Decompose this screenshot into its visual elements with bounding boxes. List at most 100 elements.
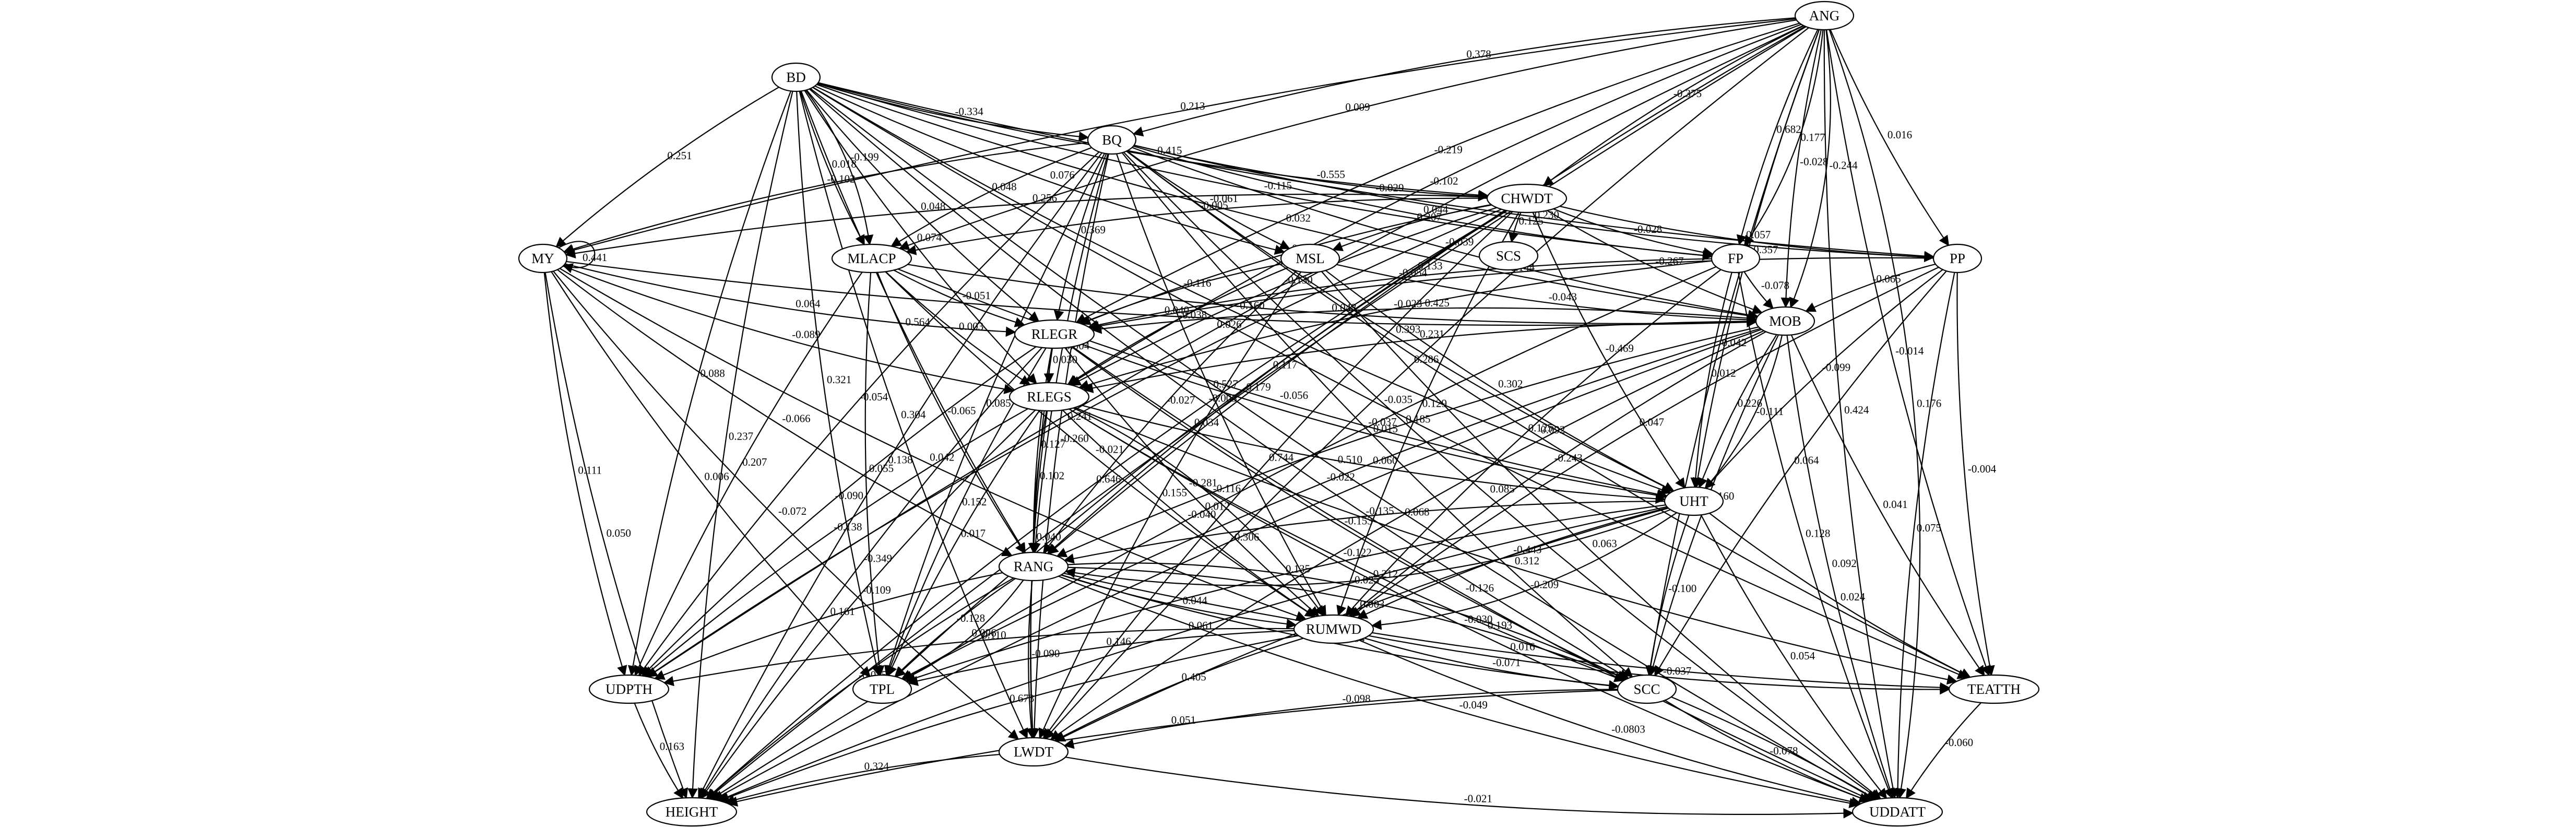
- node-ellipse: [1932, 243, 1983, 274]
- node-label: FP: [1728, 251, 1743, 266]
- edge-label: 0.085: [986, 397, 1011, 409]
- edge-my-rlegs: -0.089: [563, 265, 1015, 394]
- edge-bq-rlegr: 0.369: [1053, 153, 1107, 322]
- edge-label: 0.231: [1420, 327, 1444, 340]
- edge-label: 0.125: [1528, 421, 1553, 434]
- edge-label: 0.009: [1345, 101, 1370, 113]
- edge-fp-uddatt: 0.128: [1738, 272, 1893, 799]
- edge-uht-rang: -0.135: [1063, 501, 1665, 564]
- edge-my-rumwd: 0.042: [559, 268, 1307, 621]
- edge-mob-teatth: 0.041: [1790, 334, 1985, 677]
- edge-label: 0.213: [1180, 100, 1205, 112]
- edge-line: [905, 504, 1666, 683]
- node-label: RUMWD: [1306, 621, 1362, 637]
- edge-line: [698, 152, 1102, 799]
- edge-label: 0.075: [1917, 522, 1941, 534]
- edge-label: 0.321: [827, 373, 851, 386]
- edge-line: [1126, 150, 1971, 678]
- edge-ang-uddatt: 0.176: [1829, 29, 1941, 799]
- edge-line: [1029, 153, 1110, 739]
- edge-line: [1664, 700, 1870, 803]
- node-chwdt: CHWDT: [1486, 183, 1568, 214]
- node-fp: FP: [1711, 243, 1761, 274]
- edge-line: [817, 83, 1713, 261]
- edge-label: 0.251: [667, 149, 692, 162]
- edge-rumwd-lwdt: 0.405: [1053, 637, 1304, 741]
- edge-line: [1508, 212, 1522, 243]
- edge-label: 0.102: [1040, 469, 1064, 482]
- node-msl: MSL: [1280, 243, 1340, 274]
- edge-label: 0.176: [1917, 397, 1941, 409]
- node-scs: SCS: [1478, 241, 1539, 271]
- edge-pp-rumwd: 0.047: [1350, 266, 1939, 617]
- edge-label: -0.349: [864, 552, 892, 565]
- edge-label: -0.005: [1200, 199, 1228, 211]
- edge-label: 0.060: [1373, 454, 1397, 467]
- edge-bd-mlacp: 0.018: [800, 91, 865, 246]
- node-label: SCS: [1496, 248, 1521, 264]
- edge-line: [1325, 270, 1675, 492]
- edge-line: [1364, 637, 1620, 691]
- edge-mob-rumwd: -0.243: [1348, 331, 1766, 617]
- edge-label: -0.023: [1394, 298, 1422, 310]
- edge-line: [1044, 27, 1809, 740]
- edge-label: 0.064: [796, 298, 821, 310]
- edge-label: -0.244: [1829, 159, 1858, 171]
- edge-line: [1064, 509, 1671, 586]
- edge-pp-uddatt: 0.075: [1892, 272, 1955, 799]
- edge-fp-uht: 0.012: [1690, 272, 1736, 488]
- edge-label: -0.243: [1554, 452, 1583, 464]
- edge-line: [1348, 331, 1766, 617]
- edge-rumwd-scc: -0.071: [1364, 637, 1620, 691]
- node-ellipse: [1711, 243, 1761, 274]
- node-label: HEIGHT: [666, 804, 718, 820]
- node-ellipse: [771, 62, 821, 92]
- edge-label: 0.044: [1423, 203, 1449, 216]
- edge-fp-rumwd: 0.125: [1345, 269, 1722, 617]
- edge-line: [1123, 151, 1880, 800]
- edge-line: [885, 271, 1316, 618]
- edge-line: [1830, 29, 1950, 246]
- edge-rlegr-uddatt: -0.126: [1072, 346, 1873, 801]
- edge-line: [1345, 269, 1722, 617]
- edge-line: [812, 87, 1968, 679]
- edge-line: [1336, 211, 1520, 617]
- node-ellipse: [1851, 797, 1943, 827]
- edge-line: [876, 272, 1026, 554]
- edge-line: [699, 347, 1043, 799]
- edge-bq-rumwd: 0.527: [1116, 153, 1326, 617]
- edge-ang-mob: -0.028: [1780, 29, 1828, 308]
- edge-line: [1645, 515, 1690, 677]
- edge-line: [1542, 25, 1805, 186]
- edge-label: -0.049: [1459, 699, 1488, 711]
- edge-label: 0.207: [742, 456, 767, 468]
- edge-label: 0.673: [1010, 692, 1034, 704]
- edge-line: [1892, 272, 1955, 799]
- edge-label: 0.378: [1466, 48, 1491, 60]
- edge-label: 0.304: [901, 408, 926, 421]
- edge-uht-teatth: 0.024: [1709, 512, 1972, 678]
- edge-label: 0.003: [1360, 598, 1384, 610]
- edge-line: [1081, 404, 1666, 504]
- edge-chwdt-tpl: 0.034: [895, 210, 1507, 678]
- edge-line: [1087, 258, 1712, 330]
- edge-line: [1079, 263, 1284, 325]
- edge-label: 0.051: [1171, 714, 1196, 726]
- node-label: UDDATT: [1869, 804, 1926, 820]
- edge-line: [800, 90, 1026, 554]
- edge-line: [810, 88, 1877, 800]
- edge-ang-rang: 0.133: [1048, 26, 1806, 554]
- edge-label: 0.024: [1841, 590, 1866, 603]
- edge-label: -0.028: [1800, 156, 1828, 168]
- edge-line: [1054, 507, 1669, 742]
- edge-rlegs-teatth: 0.312: [1074, 407, 1958, 685]
- node-label: CHWDT: [1501, 191, 1553, 206]
- edge-bd-msl: 0.076: [814, 85, 1286, 255]
- edge-ang-my: 0.213: [563, 18, 1796, 255]
- node-ellipse: [1008, 382, 1090, 412]
- edge-label: -0.135: [1366, 504, 1394, 517]
- node-scc: SCC: [1617, 674, 1677, 704]
- node-ellipse: [1948, 674, 2040, 704]
- edge-label: 0.061: [1189, 619, 1213, 632]
